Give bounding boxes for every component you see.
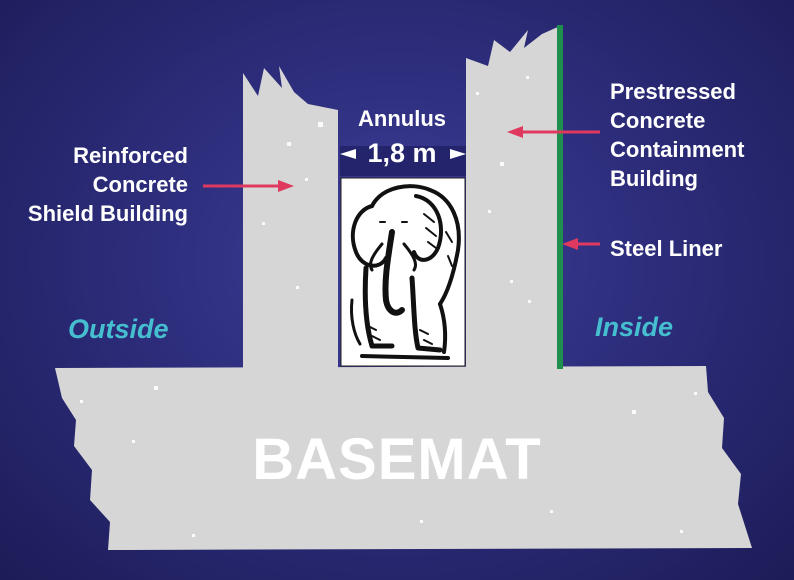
pointer-arrows (203, 126, 600, 250)
annulus-band (340, 146, 466, 176)
containment-building-label: Prestressed Concrete Containment Buildin… (610, 79, 745, 191)
arrow-containment (507, 126, 600, 138)
annulus-label: Annulus (358, 106, 446, 131)
arrow-shield (203, 180, 294, 192)
shield-wall (243, 66, 338, 372)
elephant-icon (340, 177, 466, 367)
concrete-texture (80, 76, 697, 537)
shield-building-label: Reinforced Concrete Shield Building (27, 143, 188, 226)
dimension-arrow-left (340, 149, 356, 159)
outside-label: Outside (68, 314, 169, 344)
basemat-label: BASEMAT (252, 427, 542, 492)
containment-wall (466, 26, 560, 372)
dimension-arrow-right (450, 149, 466, 159)
steel-liner-label: Steel Liner (610, 236, 723, 261)
steel-liner (557, 25, 563, 369)
basemat-slab (55, 366, 752, 550)
inside-label: Inside (595, 312, 674, 342)
arrow-steel-liner (562, 238, 600, 250)
annulus-width-label: 1,8 m (367, 138, 437, 168)
